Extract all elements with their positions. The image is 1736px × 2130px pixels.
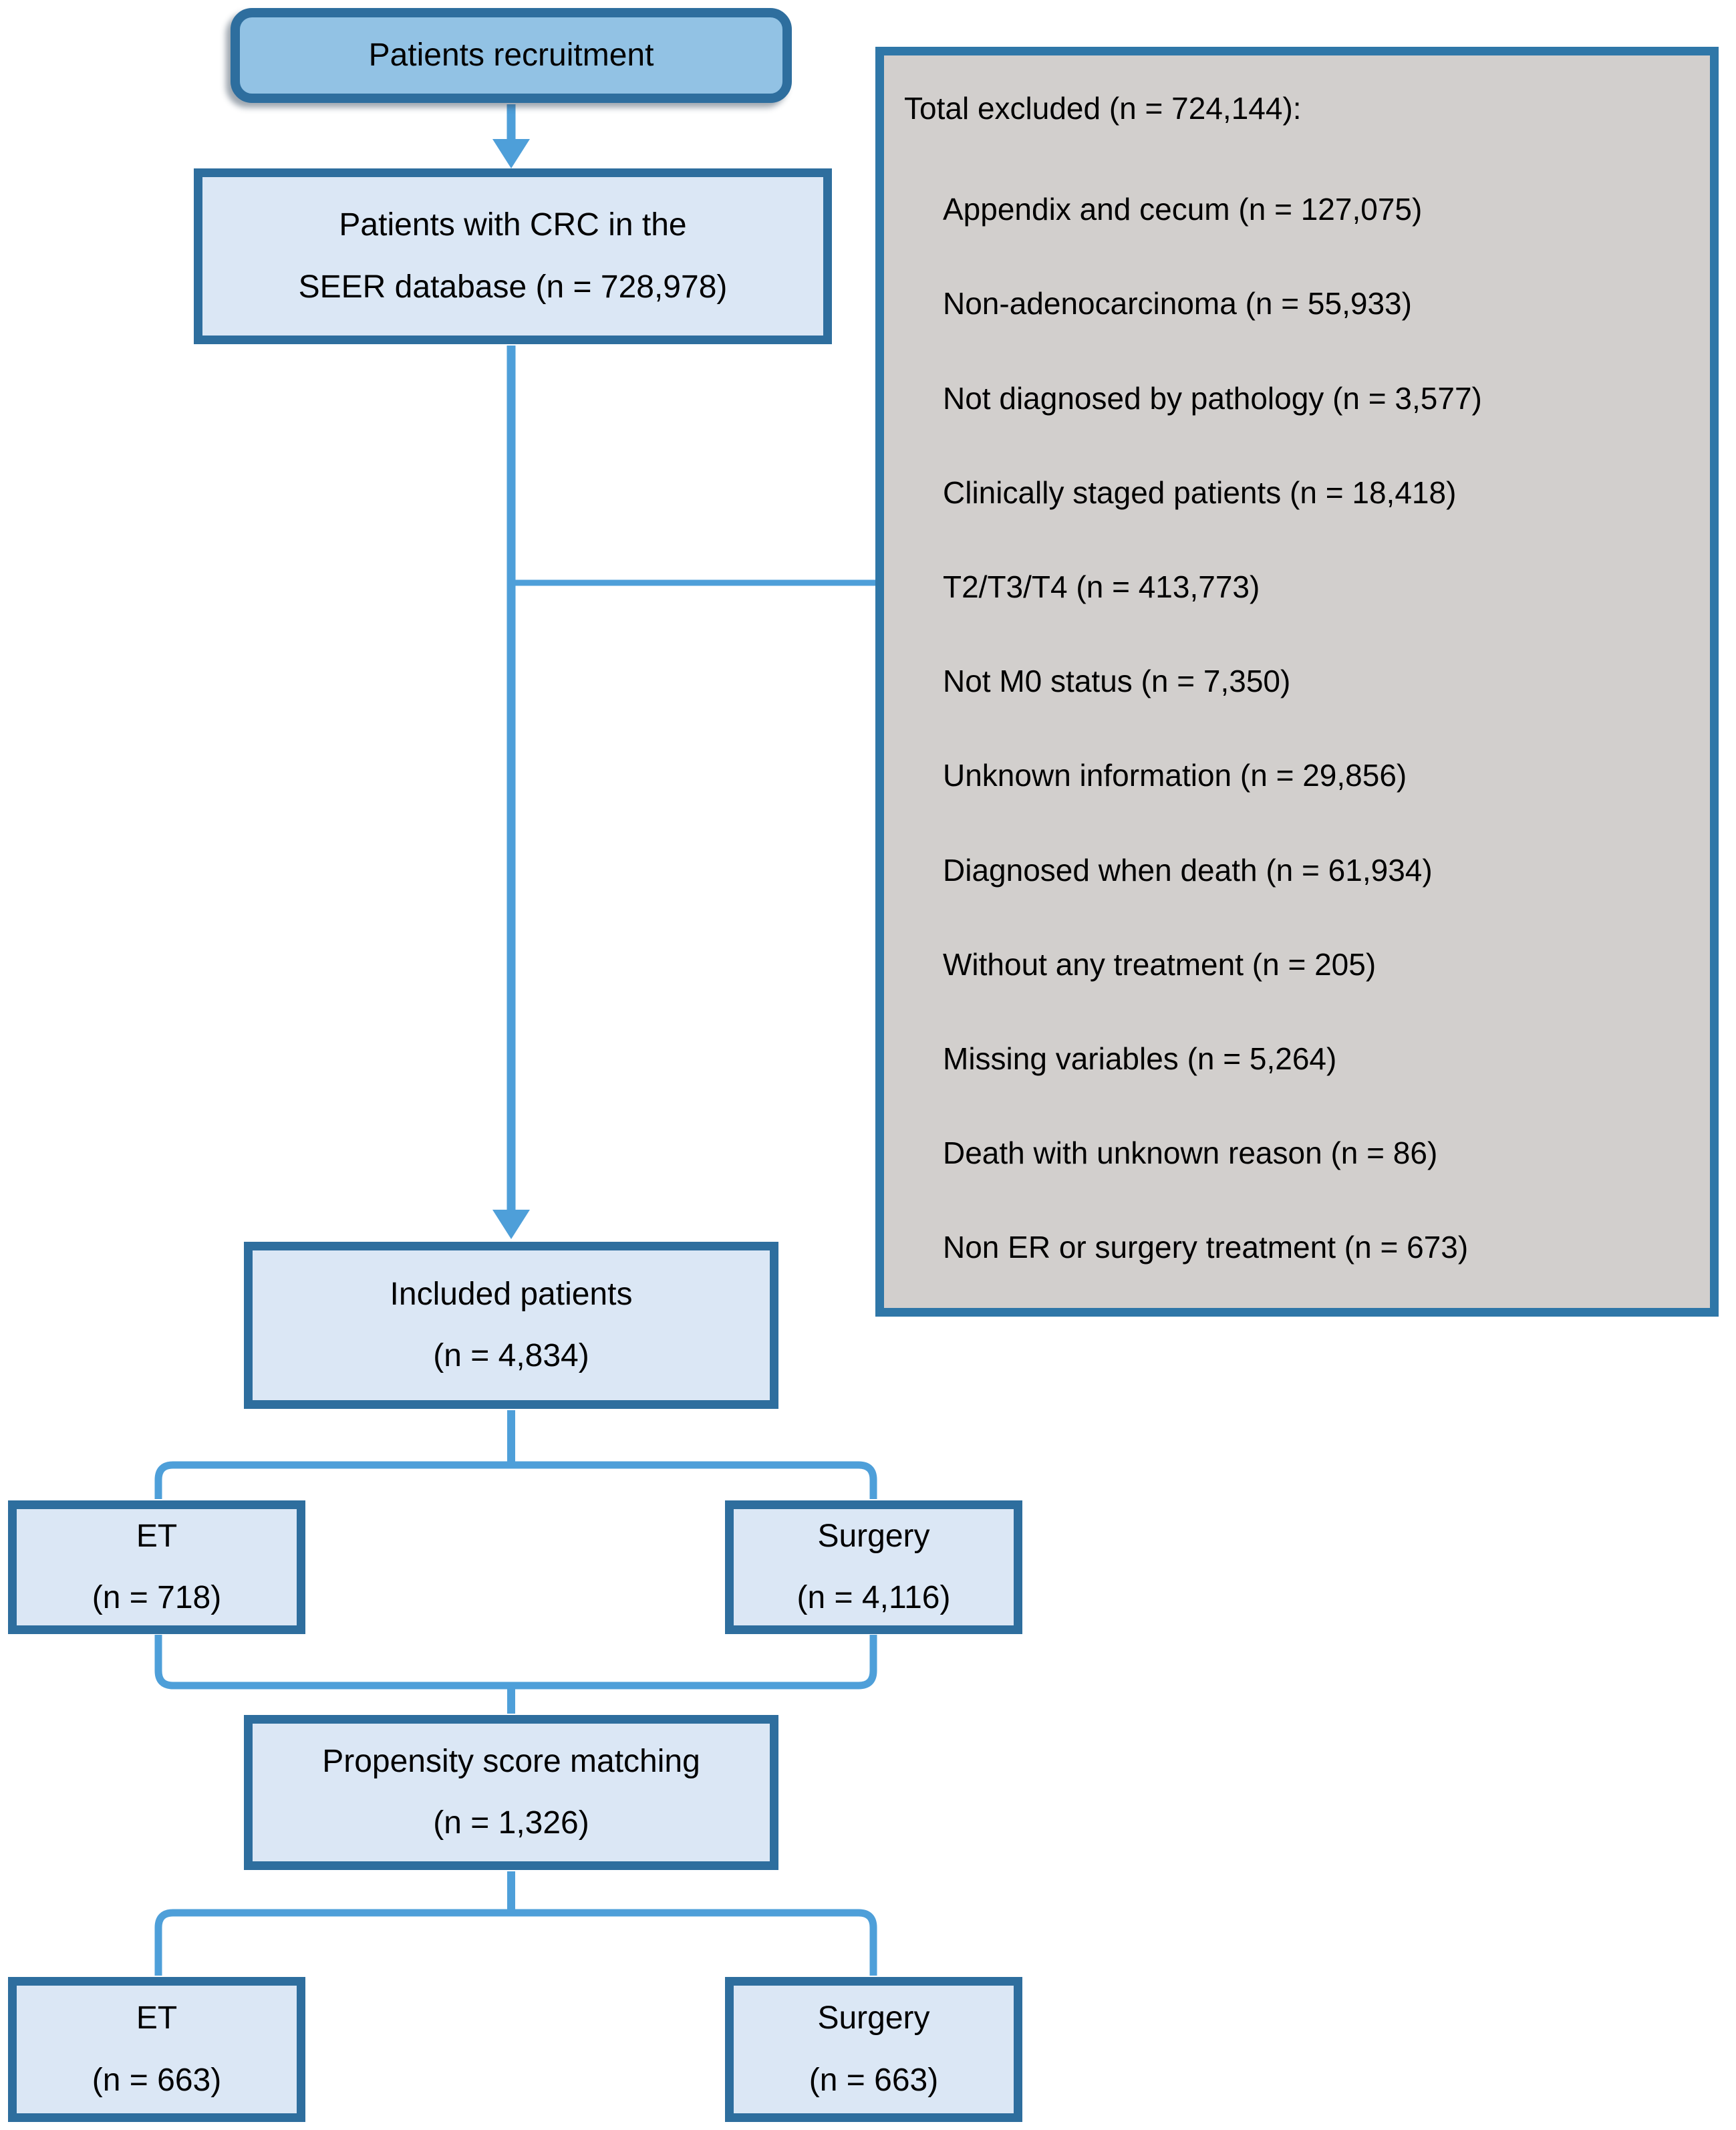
surgery-pre-label-line2: (n = 4,116)	[797, 1580, 951, 1615]
node-psm: Propensity score matching (n = 1,326)	[244, 1715, 778, 1870]
excluded-item: Not M0 status (n = 7,350)	[943, 664, 1291, 699]
et-post-label-line1: ET	[136, 2000, 178, 2036]
excluded-item: Without any treatment (n = 205)	[943, 946, 1377, 982]
node-et-pre: ET (n = 718)	[8, 1500, 305, 1634]
recruitment-label: Patients recruitment	[368, 37, 654, 73]
node-et-post: ET (n = 663)	[8, 1977, 305, 2122]
surgery-post-label-line1: Surgery	[817, 2000, 930, 2036]
psm-label-line1: Propensity score matching	[322, 1743, 700, 1779]
node-crc: Patients with CRC in the SEER database (…	[194, 168, 832, 344]
excluded-item: Unknown information (n = 29,856)	[943, 758, 1407, 793]
excluded-item: Not diagnosed by pathology (n = 3,577)	[943, 380, 1482, 416]
et-post-label-line2: (n = 663)	[92, 2062, 222, 2098]
included-label-line2: (n = 4,834)	[433, 1338, 589, 1373]
excluded-item: Non ER or surgery treatment (n = 673)	[943, 1230, 1469, 1265]
excluded-item: T2/T3/T4 (n = 413,773)	[943, 569, 1260, 604]
excluded-item: Diagnosed when death (n = 61,934)	[943, 852, 1433, 888]
crc-label-line2: SEER database (n = 728,978)	[298, 269, 728, 305]
et-pre-label-line1: ET	[136, 1518, 178, 1554]
excluded-list: Appendix and cecum (n = 127,075) Non-aden…	[904, 191, 1697, 1266]
excluded-header: Total excluded (n = 724,144):	[904, 91, 1302, 126]
excluded-item: Death with unknown reason (n = 86)	[943, 1136, 1438, 1171]
arrowhead-recruitment-crc	[492, 139, 530, 168]
node-excluded: Total excluded (n = 724,144): Appendix a…	[875, 47, 1719, 1317]
included-label-line1: Included patients	[390, 1276, 633, 1312]
node-surgery-post: Surgery (n = 663)	[725, 1977, 1022, 2122]
node-surgery-pre: Surgery (n = 4,116)	[725, 1500, 1022, 1634]
excluded-item: Non-adenocarcinoma (n = 55,933)	[943, 286, 1412, 321]
node-recruitment: Patients recruitment	[231, 8, 792, 103]
surgery-post-label-line2: (n = 663)	[809, 2062, 939, 2098]
excluded-item: Clinically staged patients (n = 18,418)	[943, 475, 1457, 510]
arrowhead-crc-included	[492, 1210, 530, 1239]
brace-merge-psm	[154, 1635, 877, 1690]
node-included: Included patients (n = 4,834)	[244, 1242, 778, 1409]
surgery-pre-label-line1: Surgery	[817, 1518, 930, 1554]
et-pre-label-line2: (n = 718)	[92, 1580, 222, 1615]
brace-psm-split	[154, 1909, 877, 1976]
excluded-item: Missing variables (n = 5,264)	[943, 1041, 1337, 1076]
excluded-item: Appendix and cecum (n = 127,075)	[943, 192, 1423, 227]
crc-label-line1: Patients with CRC in the	[339, 207, 687, 243]
psm-label-line2: (n = 1,326)	[433, 1805, 589, 1841]
brace-included-split	[154, 1461, 877, 1499]
